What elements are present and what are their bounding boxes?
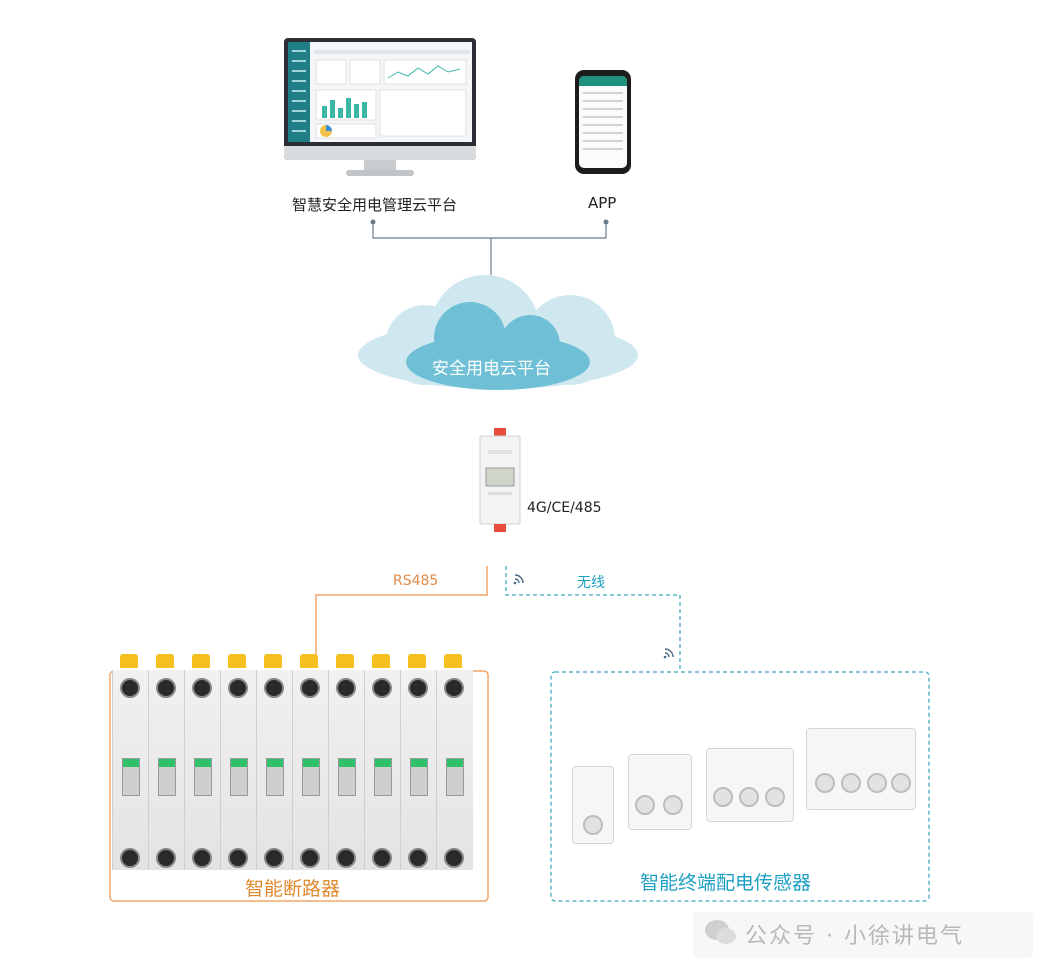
watermark-bg bbox=[693, 912, 1033, 958]
sensors-title: 智能终端配电传感器 bbox=[640, 872, 812, 894]
desktop-monitor bbox=[284, 38, 476, 176]
watermark-text: 公众号 · 小徐讲电气 bbox=[745, 924, 964, 949]
rs485-label: RS485 bbox=[393, 573, 439, 589]
monitor-stand bbox=[364, 160, 396, 172]
wifi-signal-icon bbox=[513, 574, 524, 585]
sensor-group-box bbox=[550, 671, 930, 902]
gateway-device bbox=[479, 428, 521, 532]
phone-header bbox=[579, 76, 627, 86]
gateway-label: 4G/CE/485 bbox=[527, 500, 602, 516]
app-platform-connector bbox=[372, 222, 607, 239]
dashboard-chart-icon bbox=[314, 50, 470, 139]
wireless-label: 无线 bbox=[577, 575, 605, 591]
wireless-line bbox=[505, 566, 681, 672]
wechat-icon bbox=[705, 920, 736, 944]
platform-label: 智慧安全用电管理云平台 bbox=[292, 196, 458, 214]
cloud-label: 安全用电云平台 bbox=[432, 359, 551, 379]
app-label: APP bbox=[588, 194, 617, 212]
phone-screen bbox=[579, 76, 627, 168]
monitor-foot bbox=[346, 170, 414, 176]
cloud-graphic bbox=[358, 275, 638, 390]
monitor-frame bbox=[284, 38, 476, 160]
breakers-title: 智能断路器 bbox=[245, 878, 341, 900]
rs485-line bbox=[315, 566, 488, 660]
dashboard-sidebar bbox=[288, 42, 310, 142]
connector-dot-left bbox=[370, 219, 376, 225]
smart-breakers bbox=[112, 654, 474, 872]
connector-dot-right bbox=[603, 219, 609, 225]
wifi-signal-icon bbox=[663, 648, 674, 659]
dashboard-screen bbox=[288, 42, 472, 142]
monitor-chin bbox=[284, 146, 476, 160]
smart-sensors bbox=[566, 722, 916, 852]
mobile-phone bbox=[575, 70, 631, 174]
